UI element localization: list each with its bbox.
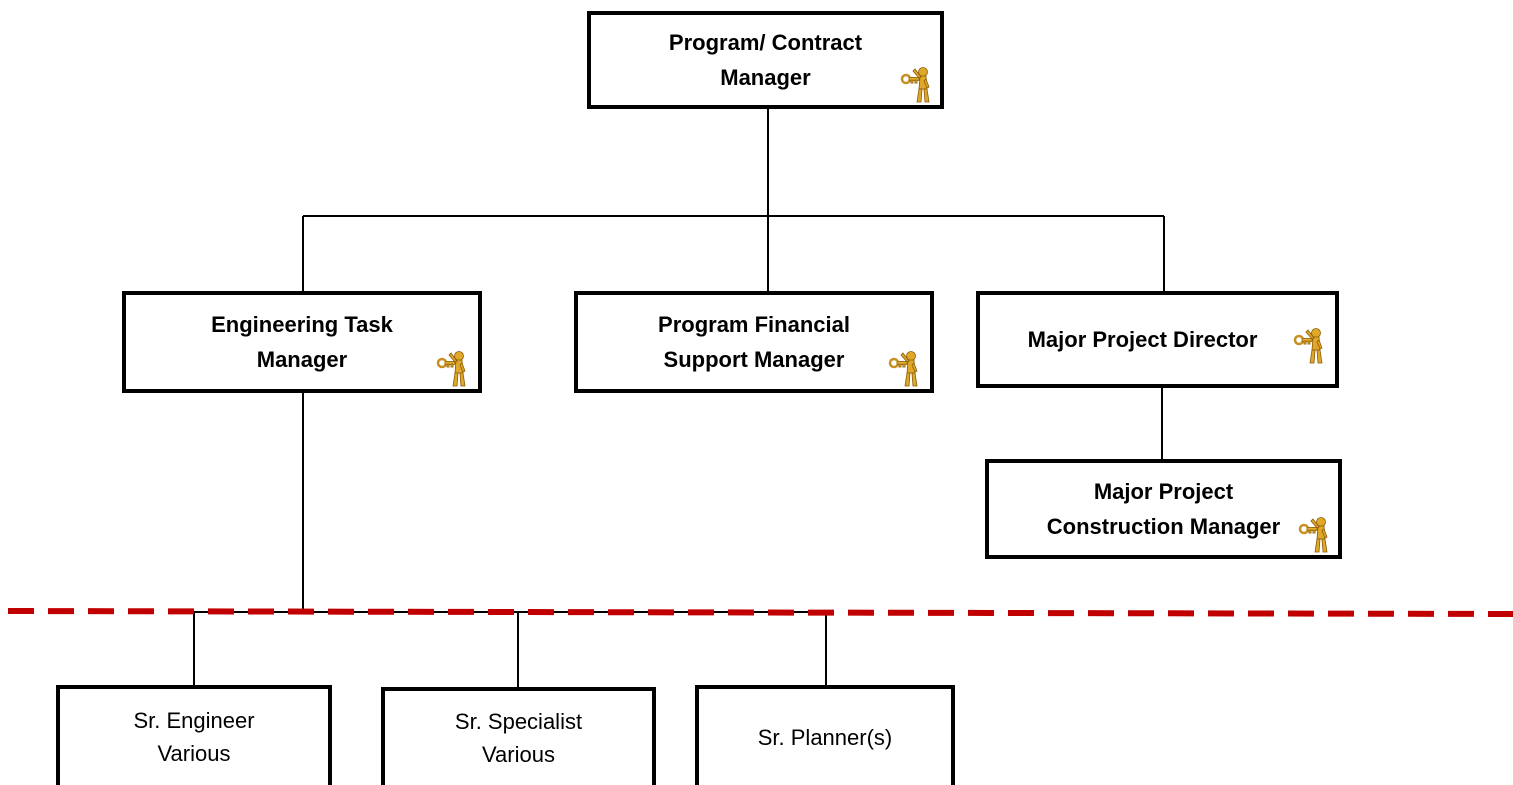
- node-program-contract-manager: Program/ Contract Manager: [587, 11, 944, 109]
- node-label: Sr. Planner(s): [757, 724, 893, 750]
- node-label: Major Project Construction Manager: [1046, 479, 1281, 539]
- node-label: Program/ Contract Manager: [668, 30, 863, 90]
- organization-boundary-dashed-line: [7, 608, 1513, 617]
- key-figure-icon: [888, 350, 919, 387]
- node-sr-engineer: Sr. Engineer Various: [56, 685, 332, 785]
- node-sr-specialist: Sr. Specialist Various: [381, 687, 656, 785]
- node-label: Sr. Engineer Various: [133, 708, 255, 766]
- node-engineering-task-manager: Engineering Task Manager: [122, 291, 482, 393]
- node-major-project-director: Major Project Director: [976, 291, 1339, 388]
- node-label: Sr. Specialist Various: [454, 709, 583, 767]
- node-label: Program Financial Support Manager: [658, 312, 850, 372]
- node-sr-planner: Sr. Planner(s): [695, 685, 955, 785]
- key-figure-icon: [436, 350, 467, 387]
- node-label: Major Project Director: [1027, 327, 1258, 352]
- key-figure-icon: [900, 66, 931, 103]
- node-major-project-construction-manager: Major Project Construction Manager: [985, 459, 1342, 559]
- node-program-financial-support-manager: Program Financial Support Manager: [574, 291, 934, 393]
- key-figure-icon: [1293, 327, 1324, 364]
- node-label: Engineering Task Manager: [211, 312, 393, 372]
- key-figure-icon: [1298, 516, 1329, 553]
